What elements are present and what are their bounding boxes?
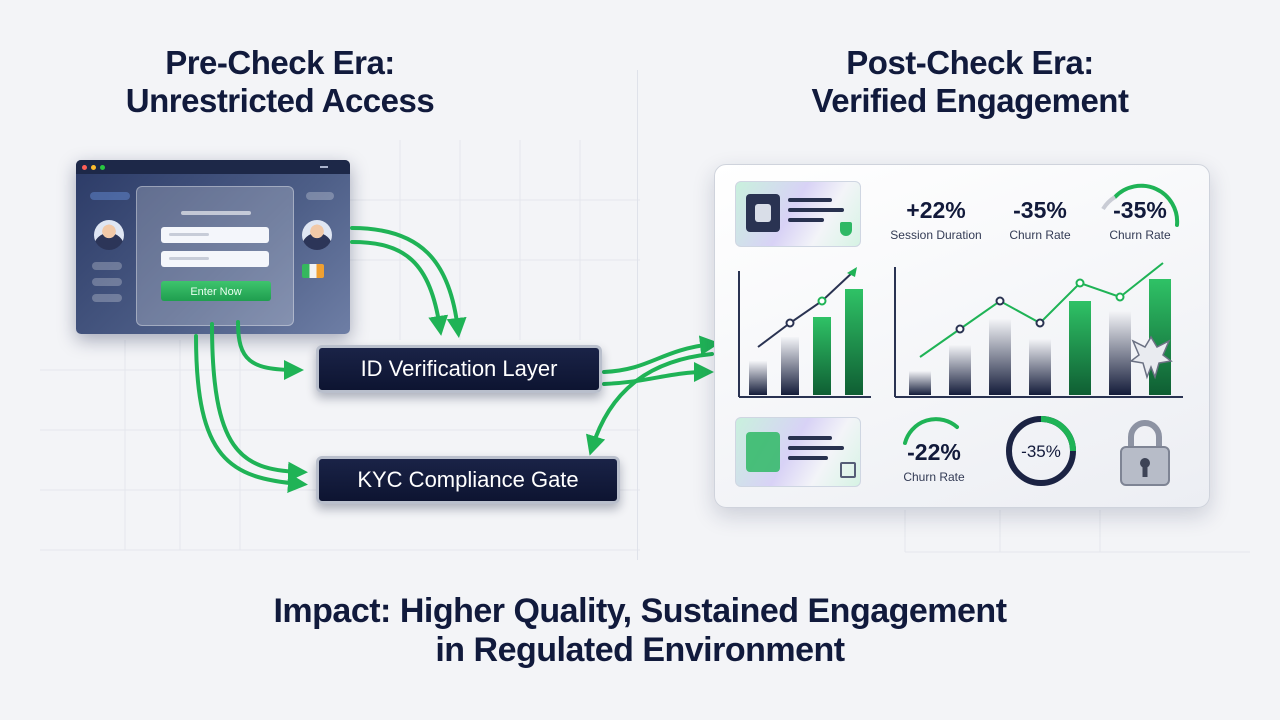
id-card-top: [735, 181, 861, 247]
password-field[interactable]: [161, 251, 269, 267]
enter-now-button[interactable]: Enter Now: [161, 281, 271, 301]
id-card-icon: [746, 194, 780, 232]
arrow-to-kyc-2: [210, 322, 308, 482]
browser-titlebar: [76, 160, 350, 174]
flag-icon: [302, 264, 324, 278]
pre-check-title: Pre-Check Era:Unrestricted Access: [125, 44, 435, 119]
minimize-dot-icon: [91, 164, 96, 170]
eagle-emblem-icon: [1129, 335, 1173, 380]
arrow-to-id-1: [350, 226, 467, 338]
avatar-left: [94, 220, 124, 250]
metric-churn-rate-1: -35%Churn Rate: [1009, 197, 1071, 243]
arrow-to-dashboard-2: [602, 362, 714, 386]
growth-chart-left: [738, 267, 871, 398]
impact-statement: Impact: Higher Quality, Sustained Engage…: [273, 592, 1007, 670]
churn-arc-bottom: [903, 417, 959, 445]
arrow-to-dashboard-1: [602, 335, 720, 374]
growth-chart-right: [894, 262, 1183, 398]
arrow-to-kyc-1: [194, 334, 308, 493]
metric-ring-value: -35%: [1021, 442, 1061, 461]
id-verification-layer: ID Verification Layer: [316, 345, 602, 393]
arrow-to-kyc-back: [586, 352, 714, 456]
churn-ring-bottom: [1006, 416, 1076, 486]
maximize-dot-icon: [100, 164, 105, 170]
browser-window: Enter Now: [76, 160, 350, 334]
close-dot-icon: [82, 164, 87, 170]
username-field[interactable]: [161, 227, 269, 243]
arrow-to-id-2: [350, 240, 449, 336]
small-lock-icon: [840, 462, 856, 478]
id-card-bottom: [735, 417, 861, 487]
metric-churn-rate-2: -35%Churn Rate: [1109, 197, 1171, 243]
post-check-title: Post-Check Era:Verified Engagement: [811, 44, 1129, 119]
lock-icon: [1120, 420, 1170, 486]
churn-ring-arc: [1101, 183, 1180, 227]
menu-lines-icon: [320, 166, 328, 168]
avatar-right: [302, 220, 332, 250]
login-modal: Enter Now: [136, 186, 294, 326]
engagement-dashboard: +22%Session Duration -35%Churn Rate -35%…: [714, 164, 1210, 508]
metric-churn-rate-3: -22%Churn Rate: [903, 439, 965, 485]
kyc-compliance-gate: KYC Compliance Gate: [316, 456, 620, 504]
metric-session-duration: +22%Session Duration: [890, 197, 982, 243]
arrow-to-id-3: [236, 320, 304, 380]
shield-icon: [840, 222, 852, 236]
face-scan-icon: [746, 432, 780, 472]
era-divider: [637, 70, 638, 560]
